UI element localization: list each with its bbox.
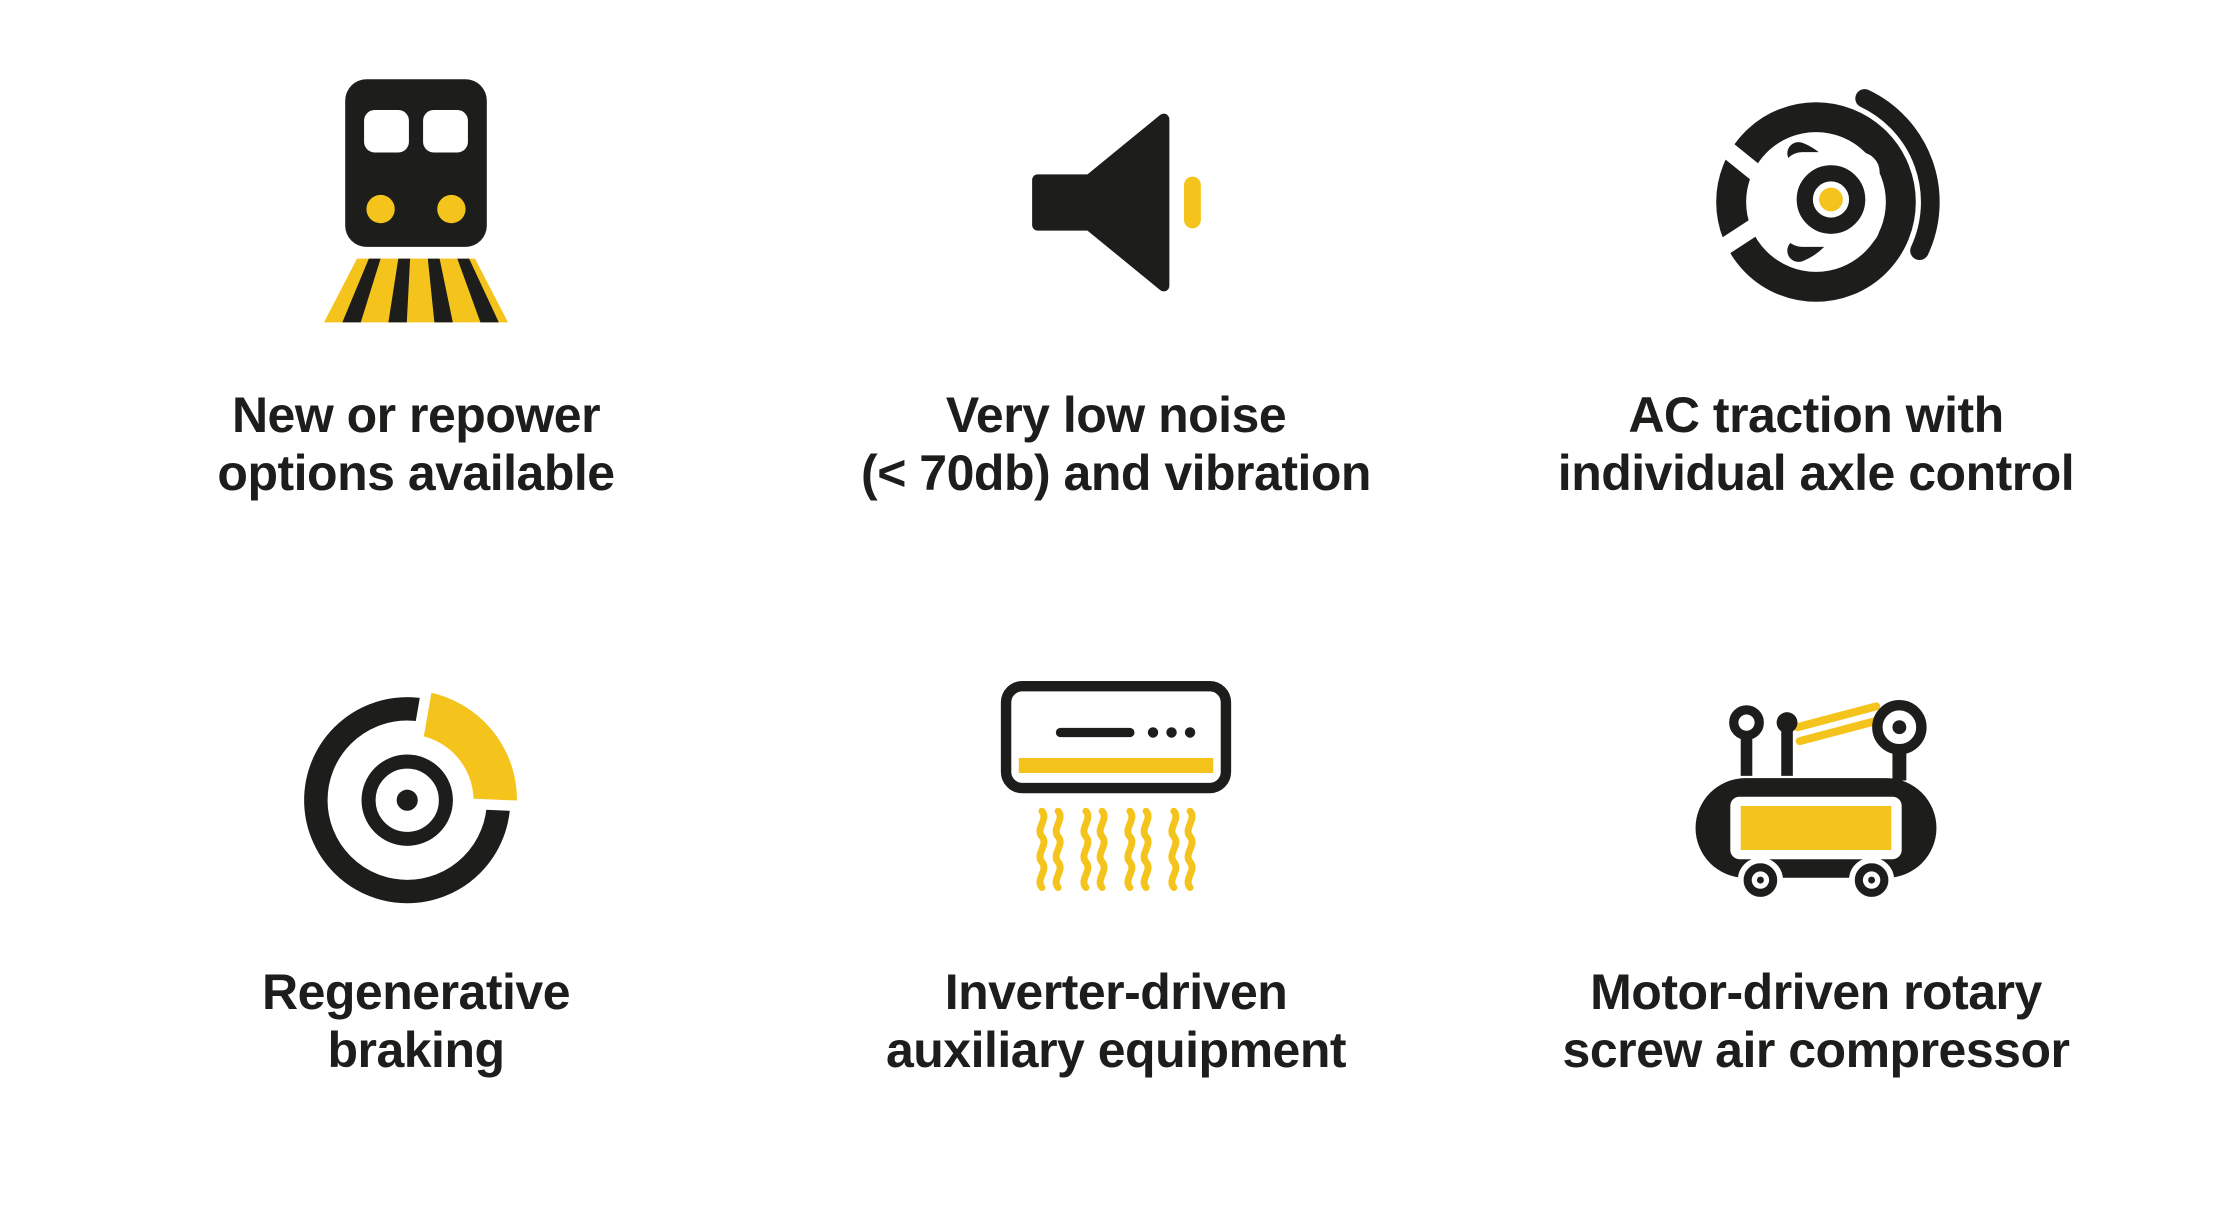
feature-card-regen-braking: Regenerative braking: [66, 613, 766, 1208]
feature-caption: AC traction with individual axle control: [1557, 386, 2075, 502]
feature-caption: Motor-driven rotary screw air compressor: [1563, 963, 2070, 1079]
feature-card-low-noise: Very low noise (< 70db) and vibration: [766, 18, 1466, 613]
caption-line: auxiliary equipment: [885, 1021, 1347, 1078]
air-compressor-icon: [1695, 700, 1937, 903]
caption-line: braking: [327, 1021, 505, 1078]
caption-line: (< 70db) and vibration: [861, 445, 1371, 501]
feature-caption: Very low noise (< 70db) and vibration: [861, 386, 1371, 502]
caption-line: Motor-driven rotary: [1590, 963, 2042, 1020]
traction-motor-icon: [1715, 89, 1940, 302]
caption-line: screw air compressor: [1562, 1021, 2070, 1078]
feature-caption: New or repower options available: [217, 386, 615, 502]
feature-card-train: New or repower options available: [66, 18, 766, 613]
caption-line: Inverter-driven: [944, 963, 1288, 1020]
caption-line: options available: [217, 445, 615, 501]
caption-line: Regenerative: [261, 963, 571, 1020]
air-conditioner-icon: [1000, 680, 1232, 892]
caption-line: New or repower: [231, 387, 601, 443]
feature-grid: New or repower options available Very lo…: [66, 0, 2166, 1217]
feature-card-inverter-aux: Inverter-driven auxiliary equipment: [766, 613, 1466, 1208]
feature-card-ac-traction: AC traction with individual axle control: [1466, 18, 2166, 613]
speaker-low-volume-icon: [1031, 113, 1201, 291]
regenerative-braking-icon: [304, 680, 528, 903]
caption-line: AC traction with: [1628, 387, 2004, 443]
feature-caption: Regenerative braking: [261, 963, 571, 1079]
caption-line: individual axle control: [1557, 445, 2075, 501]
caption-line: Very low noise: [945, 387, 1287, 443]
train-icon: [323, 79, 509, 323]
feature-caption: Inverter-driven auxiliary equipment: [885, 963, 1347, 1079]
feature-card-air-compressor: Motor-driven rotary screw air compressor: [1466, 613, 2166, 1208]
